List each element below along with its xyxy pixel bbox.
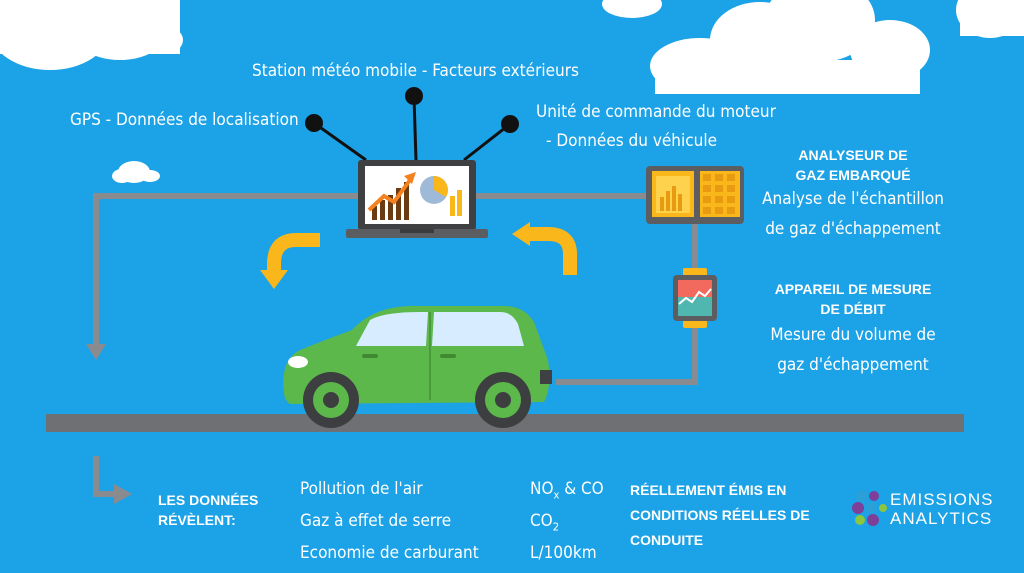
real-emissions-line1: RÉELLEMENT ÉMIS EN xyxy=(630,482,787,498)
revealed-list: Pollution de l'air Gaz à effet de serre … xyxy=(300,473,479,569)
sensor-connectors xyxy=(305,87,519,162)
co2-value: CO2 xyxy=(530,511,560,534)
real-emissions-line3: CONDUITE xyxy=(630,532,704,548)
flow-meter-title-line1: APPAREIL DE MESURE xyxy=(774,281,932,297)
down-arrow-icon xyxy=(86,344,106,360)
emissions-analytics-logo xyxy=(852,490,887,526)
reveal-arrow-icon xyxy=(93,456,132,504)
list-item: Pollution de l'air xyxy=(300,479,423,499)
real-emissions-line2: CONDITIONS RÉELLES DE xyxy=(630,507,810,523)
flow-meter-desc-line2: gaz d'échappement xyxy=(777,355,929,375)
real-emissions-text: RÉELLEMENT ÉMIS EN CONDITIONS RÉELLES DE… xyxy=(630,478,810,553)
fuel-economy-value: L/100km xyxy=(530,543,597,563)
laptop-icon xyxy=(346,160,488,238)
analyzer-text: ANALYSEUR DE GAZ EMBARQUÉ Analyse de l'é… xyxy=(758,148,948,248)
revealed-title-line2: RÉVÈLENT: xyxy=(158,512,236,528)
car-icon xyxy=(283,305,552,428)
flow-meter-title-line2: DE DÉBIT xyxy=(820,301,886,317)
weather-station-label: Station météo mobile - Facteurs extérieu… xyxy=(252,61,579,81)
revealed-title: LES DONNÉES RÉVÈLENT: xyxy=(158,490,258,530)
analyzer-desc-line2: de gaz d'échappement xyxy=(765,219,941,239)
revealed-title-line1: LES DONNÉES xyxy=(158,492,259,508)
logo-wordmark: EMISSIONS ANALYTICS xyxy=(890,490,993,528)
cloud-icon xyxy=(602,0,1024,38)
analyzer-icon xyxy=(646,166,744,224)
gps-label: GPS - Données de localisation xyxy=(70,110,299,130)
ecu-label-line1: Unité de commande du moteur xyxy=(536,102,776,122)
list-item: Gaz à effet de serre xyxy=(300,511,452,531)
analyzer-title-line1: ANALYSEUR DE xyxy=(798,147,908,163)
data-connection-lines xyxy=(93,193,698,385)
logo-line2: ANALYTICS xyxy=(890,509,993,528)
flow-meter-desc-line1: Mesure du volume de xyxy=(770,325,936,345)
cloud-icon xyxy=(0,0,183,70)
cloud-icon xyxy=(650,0,930,94)
cloud-icon xyxy=(112,161,160,183)
analyzer-desc-line1: Analyse de l'échantillon xyxy=(762,189,944,209)
analyzer-title-line2: GAZ EMBARQUÉ xyxy=(795,167,911,183)
curved-arrow-icon xyxy=(512,222,577,275)
curved-arrow-icon xyxy=(260,233,320,289)
logo-line1: EMISSIONS xyxy=(890,490,994,509)
flow-meter-text: APPAREIL DE MESURE DE DÉBIT Mesure du vo… xyxy=(758,282,948,382)
ecu-label-line2: - Données du véhicule xyxy=(546,131,717,151)
nox-co-value: NOx & CO xyxy=(530,479,604,502)
list-item: Economie de carburant xyxy=(300,543,479,563)
gas-values: NOx & CO CO2 L/100km xyxy=(530,473,604,569)
flow-meter-icon xyxy=(673,268,717,328)
